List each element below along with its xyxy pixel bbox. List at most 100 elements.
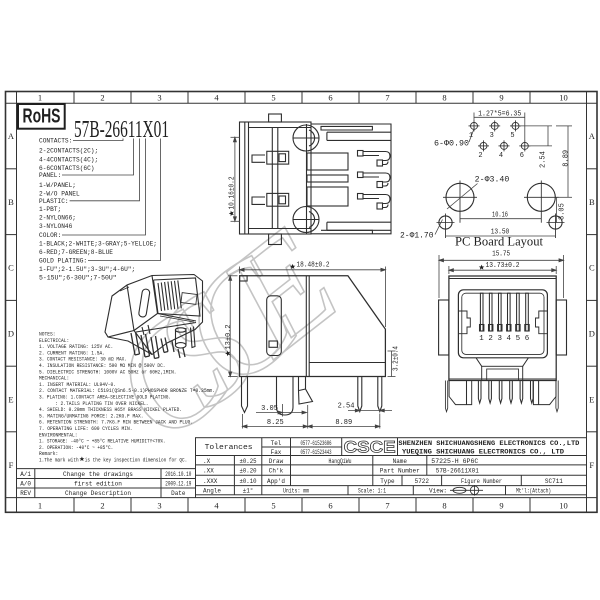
svg-text:6-RED;7-GREEN;8-BLUE: 6-RED;7-GREEN;8-BLUE	[39, 249, 113, 256]
svg-text:HangQiWu: HangQiWu	[329, 458, 352, 465]
svg-text:1. STORAGE: -40°C ~ +85°C RELA: 1. STORAGE: -40°C ~ +85°C RELATIVE HUMID…	[39, 438, 166, 445]
svg-text:is the key inspection dimensio: is the key inspection dimension for QC.	[85, 457, 188, 464]
svg-text:5. MATING/UNMATING FORCE: 2.2K: 5. MATING/UNMATING FORCE: 2.2KG.F MAX.	[39, 412, 144, 419]
svg-text:8.25: 8.25	[267, 419, 284, 427]
svg-text:5: 5	[516, 335, 521, 343]
svg-text:CSCE: CSCE	[344, 438, 396, 457]
svg-text:1: 1	[38, 93, 42, 103]
svg-text:5: 5	[271, 93, 275, 103]
svg-text:2-2CONTACTS(2C);: 2-2CONTACTS(2C);	[39, 148, 98, 155]
svg-text:1: 1	[38, 501, 42, 511]
svg-text:2: 2	[478, 152, 482, 160]
svg-text:1. VOLTAGE RATING: 125V AC.: 1. VOLTAGE RATING: 125V AC.	[39, 343, 113, 350]
svg-text:PC Board Layout: PC Board Layout	[455, 234, 544, 248]
svg-text:±0.25: ±0.25	[240, 458, 257, 465]
svg-text:: 2.TAILS PLATING TIN OVER NIC: : 2.TAILS PLATING TIN OVER NICKEL.	[55, 400, 149, 407]
svg-text:13.50: 13.50	[491, 229, 510, 237]
svg-text:57225-H 6P6C: 57225-H 6P6C	[431, 458, 478, 465]
svg-text:A/0: A/0	[20, 480, 31, 487]
svg-text:first edition: first edition	[74, 480, 122, 487]
svg-text:A/1: A/1	[20, 471, 31, 478]
svg-text:18.48±0.2: 18.48±0.2	[297, 262, 330, 270]
svg-text:SHENZHEN SHICHUANGSHENG ELECTR: SHENZHEN SHICHUANGSHENG ELECTRONICS CO.,…	[398, 440, 579, 448]
svg-text:57B-26611X01: 57B-26611X01	[74, 117, 169, 143]
svg-text:2016.10.10: 2016.10.10	[165, 471, 191, 478]
svg-text:F: F	[9, 460, 14, 470]
svg-text:2-W/O PANEL: 2-W/O PANEL	[39, 191, 80, 198]
svg-text:13±0.2: 13±0.2	[225, 325, 233, 350]
svg-text:View:: View:	[429, 488, 447, 495]
svg-text:8.89: 8.89	[335, 419, 352, 427]
svg-text:D: D	[8, 329, 14, 339]
svg-text:D: D	[589, 329, 595, 339]
svg-text:COLOR:: COLOR:	[39, 232, 61, 239]
svg-text:±0.10: ±0.10	[240, 478, 257, 485]
svg-text:Mt'l:(Attach): Mt'l:(Attach)	[516, 488, 551, 495]
svg-text:Change the drawings: Change the drawings	[63, 471, 133, 478]
svg-text:1-FU";2-1.5U";3-3U";4-6U";: 1-FU";2-1.5U";3-3U";4-6U";	[39, 266, 135, 273]
svg-text:F: F	[589, 460, 594, 470]
svg-text:9: 9	[499, 93, 503, 103]
svg-text:Part Number: Part Number	[380, 468, 420, 475]
svg-text:B: B	[589, 197, 595, 207]
svg-text:2-Φ1.70: 2-Φ1.70	[400, 233, 434, 241]
svg-text:RoHS: RoHS	[23, 106, 61, 128]
svg-text:7. OPERATING LIFE: 600 CYCLES: 7. OPERATING LIFE: 600 CYCLES MIN.	[39, 425, 133, 432]
svg-text:Angle: Angle	[203, 488, 221, 495]
svg-text:2-Φ3.40: 2-Φ3.40	[475, 177, 510, 185]
svg-text:4-4CONTACTS(4C);: 4-4CONTACTS(4C);	[39, 157, 98, 164]
svg-text:2-NYLON66;: 2-NYLON66;	[39, 215, 76, 222]
svg-text:Date: Date	[171, 490, 186, 497]
svg-text:2: 2	[100, 501, 104, 511]
svg-text:4. INSULATION RESISTANCE: 500: 4. INSULATION RESISTANCE: 500 MΩ MIN @ 5…	[39, 362, 166, 369]
svg-text:Type: Type	[380, 478, 395, 485]
svg-text:1-PBT;: 1-PBT;	[39, 206, 61, 213]
svg-text:2.54: 2.54	[338, 402, 355, 410]
svg-text:2: 2	[100, 93, 104, 103]
svg-text:10.16: 10.16	[492, 211, 508, 219]
svg-text:Draw: Draw	[269, 458, 284, 465]
svg-text:2.54: 2.54	[540, 151, 548, 168]
svg-text:1.27*5=6.35: 1.27*5=6.35	[478, 110, 521, 118]
svg-text:2009.12.19: 2009.12.19	[165, 480, 191, 487]
svg-text:1. INSERT MATERIAL: UL94V-0.: 1. INSERT MATERIAL: UL94V-0.	[39, 381, 116, 388]
svg-text:C: C	[589, 263, 595, 273]
svg-text:3: 3	[498, 335, 503, 343]
svg-text:E: E	[8, 394, 13, 404]
svg-text:Figure Number: Figure Number	[461, 478, 502, 485]
svg-text:0577-61523443: 0577-61523443	[301, 449, 332, 456]
svg-text:4: 4	[507, 335, 512, 343]
svg-text:3: 3	[157, 93, 161, 103]
svg-text:ENVIRONMENTAL:: ENVIRONMENTAL:	[39, 431, 78, 438]
svg-text:.X: .X	[203, 458, 211, 465]
svg-text:App'd: App'd	[267, 478, 285, 485]
svg-text:YUEQING SHICHUANG ELECTRONICS: YUEQING SHICHUANG ELECTRONICS CO., LTD	[402, 448, 564, 456]
svg-text:8.89: 8.89	[562, 150, 570, 167]
svg-text:5: 5	[271, 501, 275, 511]
svg-text:9: 9	[499, 501, 503, 511]
svg-text:5. DIELECTRIC STRENGTH: 1000V: 5. DIELECTRIC STRENGTH: 1000V AC 50Hz or…	[39, 368, 177, 375]
svg-text:NOTES:: NOTES:	[39, 331, 56, 338]
svg-text:3.05: 3.05	[261, 405, 278, 413]
svg-text:2. OPERATION: -40°C ~ +85°C.: 2. OPERATION: -40°C ~ +85°C.	[39, 444, 113, 451]
svg-text:CONTACTS:: CONTACTS:	[39, 138, 72, 145]
svg-text:6-Φ0.90: 6-Φ0.90	[434, 140, 469, 148]
svg-text:15.75: 15.75	[492, 251, 510, 259]
svg-text:Fax: Fax	[271, 449, 282, 456]
svg-text:3. CONTACT RESISTANCE: 30 mΩ M: 3. CONTACT RESISTANCE: 30 mΩ MAX.	[39, 356, 127, 363]
svg-text:3: 3	[157, 501, 161, 511]
svg-text:6. RETENTION STRENGTH: 7.7KG.F: 6. RETENTION STRENGTH: 7.7KG.F MIN BETWE…	[39, 419, 193, 426]
svg-text:Change Description: Change Description	[65, 490, 131, 497]
svg-text:5722: 5722	[415, 478, 430, 485]
svg-text:4: 4	[214, 93, 219, 103]
svg-text:4: 4	[499, 152, 503, 160]
svg-text:1-BLACK;2-WHITE;3-GRAY;5-YELLO: 1-BLACK;2-WHITE;3-GRAY;5-YELLOE;	[39, 241, 157, 248]
svg-text:1-W/PANEL;: 1-W/PANEL;	[39, 182, 76, 189]
svg-text:10.16±0.2: 10.16±0.2	[229, 177, 237, 210]
svg-text:0577-61523686: 0577-61523686	[301, 440, 332, 447]
svg-text:Tel: Tel	[271, 440, 282, 447]
svg-text:.XXX: .XXX	[203, 478, 218, 485]
svg-text:8: 8	[442, 93, 446, 103]
svg-text:6: 6	[328, 501, 332, 511]
svg-text:ELECTRICAL:: ELECTRICAL:	[39, 337, 69, 344]
